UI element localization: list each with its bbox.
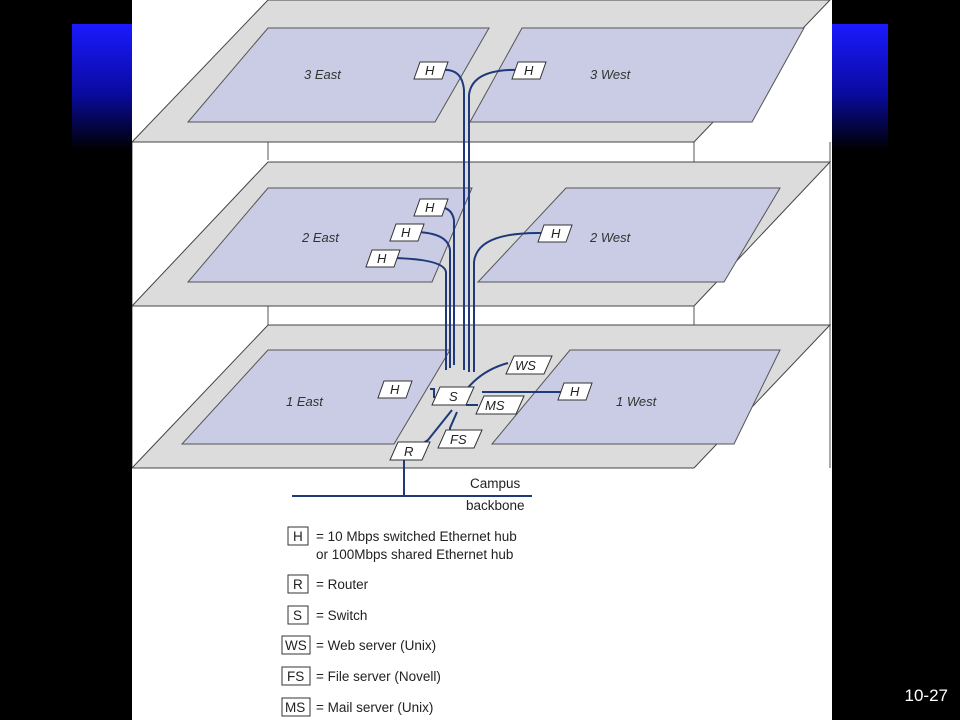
hub-2-east-c: H bbox=[365, 249, 401, 268]
svg-text:WS: WS bbox=[285, 638, 307, 653]
svg-text:WS: WS bbox=[515, 358, 536, 373]
legend-item-file-server: FS = File server (Novell) bbox=[281, 666, 441, 686]
svg-text:H: H bbox=[570, 384, 580, 399]
area-label-2-west: 2 West bbox=[589, 230, 632, 245]
slide-number: 10-27 bbox=[904, 686, 948, 705]
hub-1-east: H bbox=[377, 380, 413, 399]
area-label-2-east: 2 East bbox=[301, 230, 340, 245]
area-label-3-east: 3 East bbox=[304, 67, 342, 82]
hub-2-west: H bbox=[537, 224, 573, 243]
backbone-label-line1: Campus bbox=[470, 476, 521, 491]
svg-text:H: H bbox=[390, 382, 400, 397]
switch: S bbox=[431, 386, 475, 406]
svg-text:H: H bbox=[551, 226, 561, 241]
svg-text:MS: MS bbox=[285, 700, 305, 715]
hub-2-east-b: H bbox=[389, 223, 425, 242]
room-1-west bbox=[490, 349, 781, 445]
diagram-panel: 3 East 3 West 2 East 2 West 1 East 1 Wes… bbox=[132, 0, 832, 720]
hub-1-west: H bbox=[557, 382, 593, 401]
svg-text:S: S bbox=[449, 389, 458, 404]
svg-text:MS: MS bbox=[485, 398, 505, 413]
room-2-west bbox=[476, 187, 781, 283]
svg-text:S: S bbox=[293, 608, 302, 623]
legend-item-web-server: WS = Web server (Unix) bbox=[281, 635, 436, 655]
svg-text:= Mail server (Unix): = Mail server (Unix) bbox=[316, 700, 433, 715]
floor-3 bbox=[132, 0, 831, 143]
svg-text:FS: FS bbox=[450, 432, 467, 447]
hub-3-west: H bbox=[511, 61, 547, 80]
mail-server: MS bbox=[475, 395, 525, 415]
svg-text:H: H bbox=[377, 251, 387, 266]
legend: H = 10 Mbps switched Ethernet hub or 100… bbox=[281, 526, 517, 717]
svg-text:FS: FS bbox=[287, 669, 304, 684]
svg-text:H: H bbox=[401, 225, 411, 240]
legend-item-router: R = Router bbox=[287, 574, 369, 594]
legend-item-hub: H = 10 Mbps switched Ethernet hub or 100… bbox=[287, 526, 517, 562]
svg-text:= Web server (Unix): = Web server (Unix) bbox=[316, 638, 436, 653]
svg-text:H: H bbox=[524, 63, 534, 78]
room-1-east bbox=[180, 349, 451, 445]
room-3-west bbox=[469, 27, 805, 123]
svg-text:H: H bbox=[293, 529, 303, 544]
router: R bbox=[389, 441, 431, 461]
svg-text:or 100Mbps shared Ethernet hub: or 100Mbps shared Ethernet hub bbox=[316, 547, 513, 562]
network-diagram: 3 East 3 West 2 East 2 West 1 East 1 Wes… bbox=[132, 0, 832, 717]
floor-2 bbox=[132, 161, 832, 307]
area-label-1-west: 1 West bbox=[616, 394, 658, 409]
hub-3-east: H bbox=[413, 61, 449, 80]
svg-text:= Switch: = Switch bbox=[316, 608, 367, 623]
legend-item-switch: S = Switch bbox=[287, 605, 367, 625]
area-label-3-west: 3 West bbox=[590, 67, 632, 82]
svg-text:R: R bbox=[404, 444, 413, 459]
file-server: FS bbox=[437, 429, 483, 449]
legend-item-mail-server: MS = Mail server (Unix) bbox=[281, 697, 433, 717]
title-band-right bbox=[826, 24, 888, 150]
room-3-east bbox=[186, 27, 490, 123]
cables bbox=[292, 68, 564, 497]
backbone-label-line2: backbone bbox=[466, 498, 525, 513]
svg-text:H: H bbox=[425, 63, 435, 78]
svg-text:= 10 Mbps switched Ethernet hu: = 10 Mbps switched Ethernet hub bbox=[316, 529, 517, 544]
svg-text:H: H bbox=[425, 200, 435, 215]
svg-text:R: R bbox=[293, 577, 303, 592]
web-server: WS bbox=[505, 355, 553, 375]
hub-2-east-a: H bbox=[413, 198, 449, 217]
title-band-left bbox=[72, 24, 136, 150]
floor-1 bbox=[132, 324, 832, 469]
svg-text:= File server (Novell): = File server (Novell) bbox=[316, 669, 441, 684]
area-label-1-east: 1 East bbox=[286, 394, 324, 409]
svg-text:= Router: = Router bbox=[316, 577, 369, 592]
